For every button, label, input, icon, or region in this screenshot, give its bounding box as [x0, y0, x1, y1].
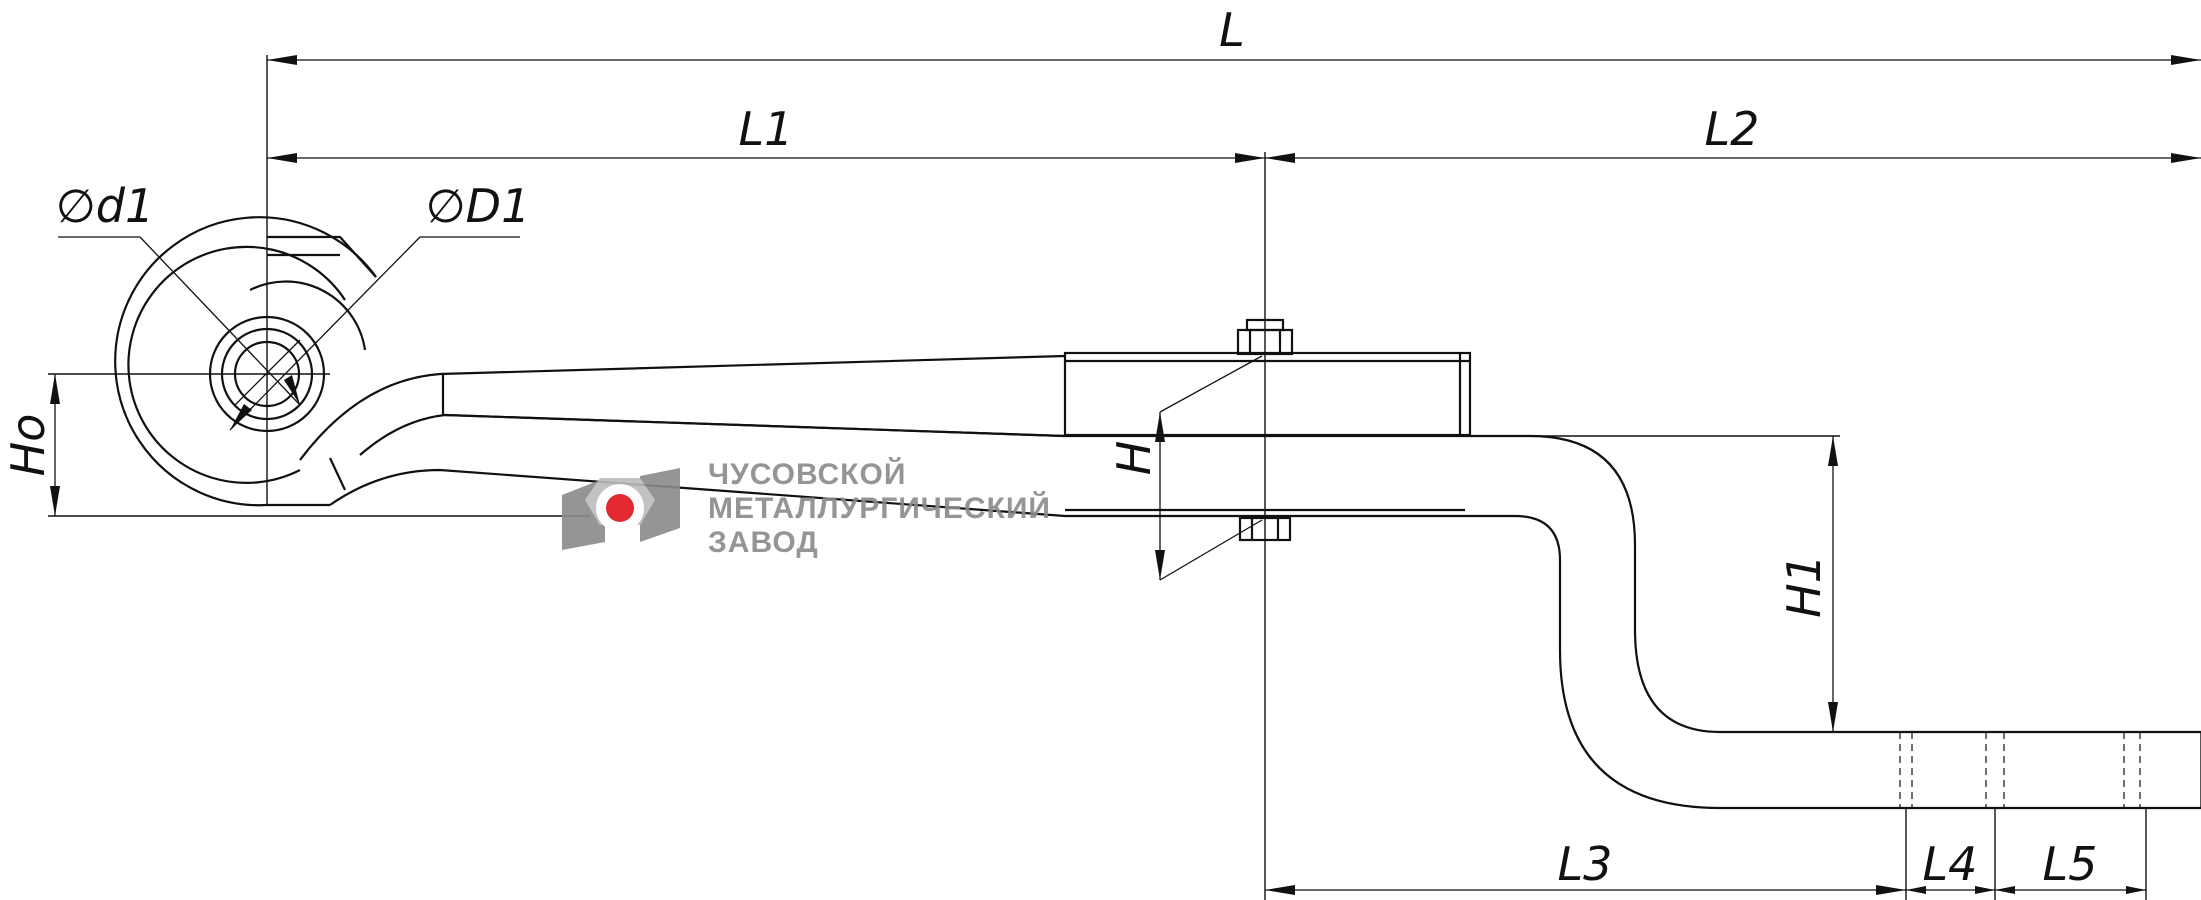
dimension-L3: L3 [1265, 808, 2147, 900]
company-name-line2: МЕТАЛЛУРГИЧЕСКИЙ [708, 491, 1051, 525]
center-bolt [1236, 318, 1294, 542]
dimension-L: L [267, 3, 2201, 65]
label-L5: L5 [2043, 837, 2098, 891]
dimension-H1: H1 [1470, 435, 1840, 732]
label-L: L [1219, 3, 1245, 57]
dimension-H: H [1107, 355, 1263, 581]
diameter-d1-leader: ∅d1 [56, 179, 301, 406]
company-logo-icon [562, 468, 680, 550]
dimension-L1: L1 [267, 102, 1265, 163]
diameter-D1-leader: ∅D1 [229, 179, 531, 431]
label-d1: ∅d1 [56, 179, 155, 233]
label-H: H [1107, 441, 1161, 476]
dimension-L2: L2 [1265, 102, 2201, 163]
label-L3: L3 [1558, 837, 1613, 891]
z-bend-arm [1470, 434, 2201, 810]
dimension-L4: L4 [1906, 837, 1995, 894]
company-watermark: ЧУСОВСКОЙ МЕТАЛЛУРГИЧЕСКИЙ ЗАВОД [562, 457, 1051, 559]
spring-eye [114, 216, 377, 507]
label-L2: L2 [1705, 102, 1760, 156]
company-name-line3: ЗАВОД [708, 526, 819, 559]
label-Ho: Ho [1, 414, 55, 477]
dimension-Ho: Ho [1, 374, 60, 516]
clamp-plate [1063, 351, 1472, 437]
label-L1: L1 [739, 102, 794, 156]
label-D1: ∅D1 [426, 179, 531, 233]
label-H1: H1 [1777, 554, 1831, 618]
label-L4: L4 [1923, 837, 1978, 891]
dimension-L5: L5 [1995, 837, 2146, 894]
company-name-line1: ЧУСОВСКОЙ [708, 457, 906, 491]
